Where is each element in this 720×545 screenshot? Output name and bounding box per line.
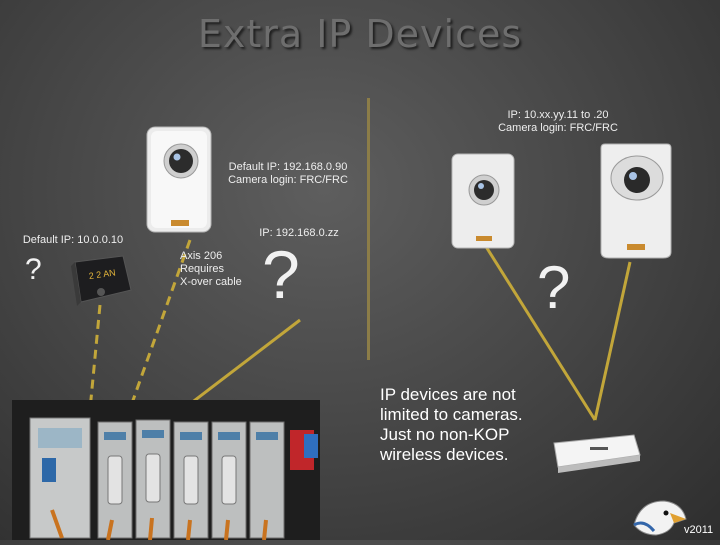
crio-icon <box>12 400 320 541</box>
slide-title: Extra IP Devices <box>197 12 523 56</box>
left-question-mark: ? <box>25 253 42 286</box>
eagle-logo-icon <box>630 495 688 537</box>
center-question-mark: ? <box>262 237 300 313</box>
note-line-2: limited to cameras. <box>380 405 523 424</box>
svg-text:2 2 AN: 2 2 AN <box>88 267 116 281</box>
center-camera-ip: Default IP: 192.168.0.90 <box>228 161 348 173</box>
version-label: v2011 <box>684 524 714 536</box>
vertical-divider <box>367 98 370 360</box>
right-camera-login: Camera login: FRC/FRC <box>498 122 618 134</box>
wire-right-camera-right <box>593 261 632 421</box>
note-line-4: wireless devices. <box>380 445 509 464</box>
axis-note-model: Axis 206 <box>180 250 223 262</box>
wire-right-camera-left <box>483 244 597 421</box>
right-camera-label: IP: 10.xx.yy.11 to .20 Camera login: FRC… <box>478 109 638 135</box>
right-camera-small-icon <box>450 152 518 252</box>
center-ip-label: IP: 192.168.0.zz <box>259 227 339 239</box>
note-text: IP devices are not limited to cameras. J… <box>380 385 580 465</box>
right-camera-ip: IP: 10.xx.yy.11 to .20 <box>507 109 609 121</box>
left-device-label: Default IP: 10.0.0.10 <box>22 234 124 246</box>
center-camera-login: Camera login: FRC/FRC <box>228 174 348 186</box>
center-camera-label: Default IP: 192.168.0.90 Camera login: F… <box>208 161 368 187</box>
adapter-icon: 2 2 AN <box>67 252 135 308</box>
axis-note: Axis 206 Requires X-over cable <box>180 250 242 289</box>
right-question-mark: ? <box>537 254 571 321</box>
axis-note-cable: X-over cable <box>180 276 242 288</box>
wire-adapter-dashed <box>83 304 102 463</box>
right-camera-large-icon <box>597 140 675 262</box>
center-camera-icon <box>145 125 215 240</box>
axis-note-requires: Requires <box>180 263 225 275</box>
note-line-1: IP devices are not <box>380 385 516 404</box>
note-line-3: Just no non-KOP <box>380 425 510 444</box>
router-icon <box>550 425 642 473</box>
